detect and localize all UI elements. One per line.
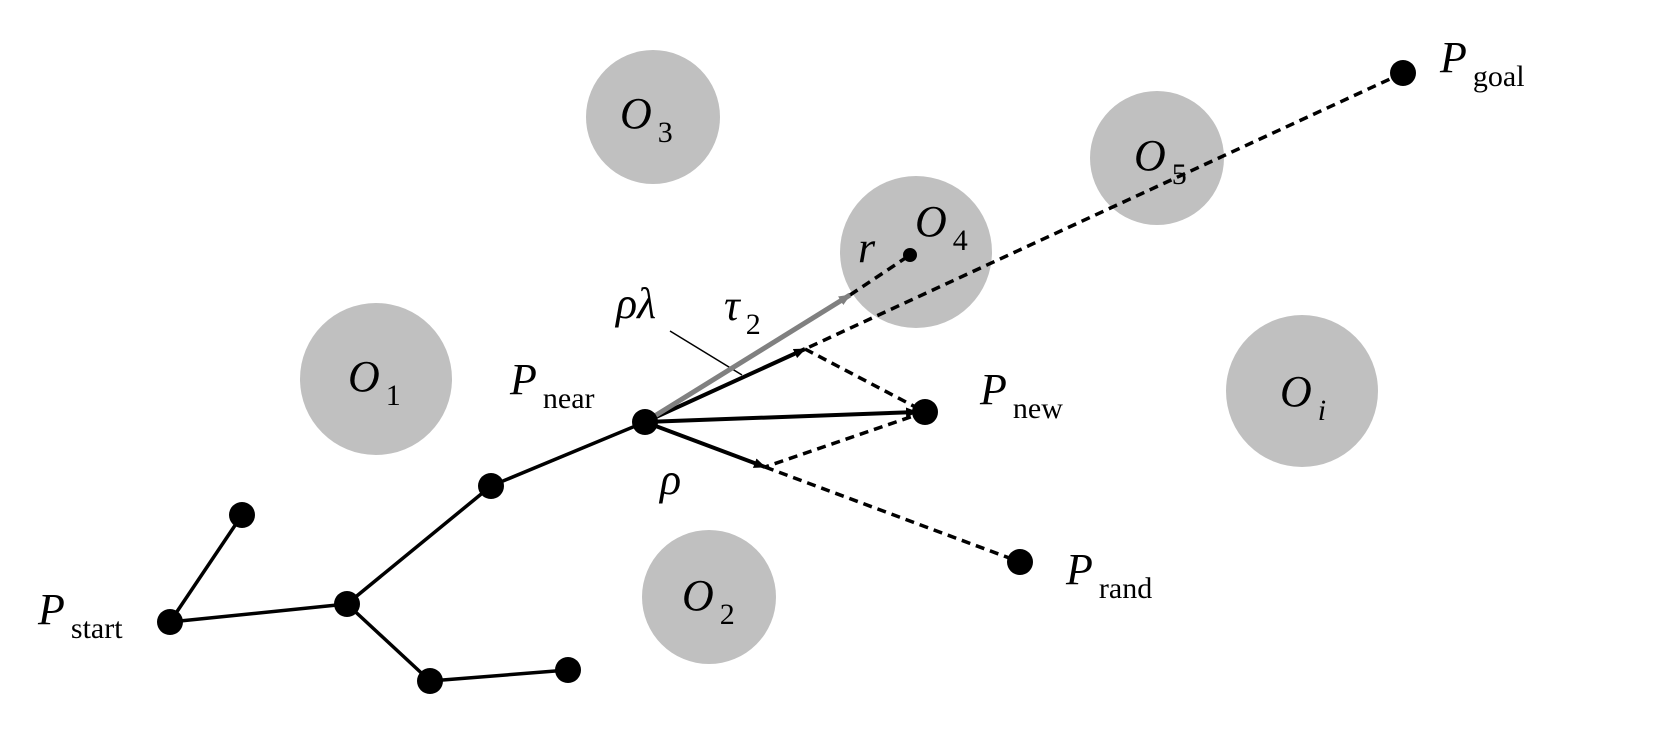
node xyxy=(334,591,360,617)
tree-edges xyxy=(168,420,646,683)
label-radius: r xyxy=(858,223,876,272)
node xyxy=(417,668,443,694)
obstacles xyxy=(300,50,1378,664)
obstacle-o3 xyxy=(586,50,720,184)
arrow-repulsive-vector xyxy=(643,292,852,425)
obstacle-o5 xyxy=(1090,91,1224,225)
vectors xyxy=(643,292,918,469)
dotted-line xyxy=(804,347,926,414)
node-near xyxy=(632,409,658,435)
obstacle-oi xyxy=(1226,315,1378,467)
node-goal xyxy=(1390,60,1416,86)
node-new xyxy=(912,399,938,425)
label-rho: ρ xyxy=(660,455,682,504)
node xyxy=(478,473,504,499)
arrow-rand-vector xyxy=(644,420,766,469)
goal-direction-line xyxy=(804,71,1404,351)
label-rho-lambda: ρλ xyxy=(616,279,657,328)
node-start xyxy=(157,609,183,635)
obstacle-o2 xyxy=(642,530,776,664)
dotted-line xyxy=(764,410,926,469)
node xyxy=(229,502,255,528)
nodes xyxy=(157,60,1416,694)
dotted-lines xyxy=(764,71,1404,564)
node-rand xyxy=(1007,549,1033,575)
arrow-new-vector xyxy=(644,407,918,424)
obstacle-o1 xyxy=(300,303,452,455)
arrow-goal-vector xyxy=(644,347,806,424)
rand-direction-line xyxy=(764,465,1021,564)
obstacle-center-o4 xyxy=(903,248,917,262)
node xyxy=(555,657,581,683)
radius-line xyxy=(849,253,911,297)
